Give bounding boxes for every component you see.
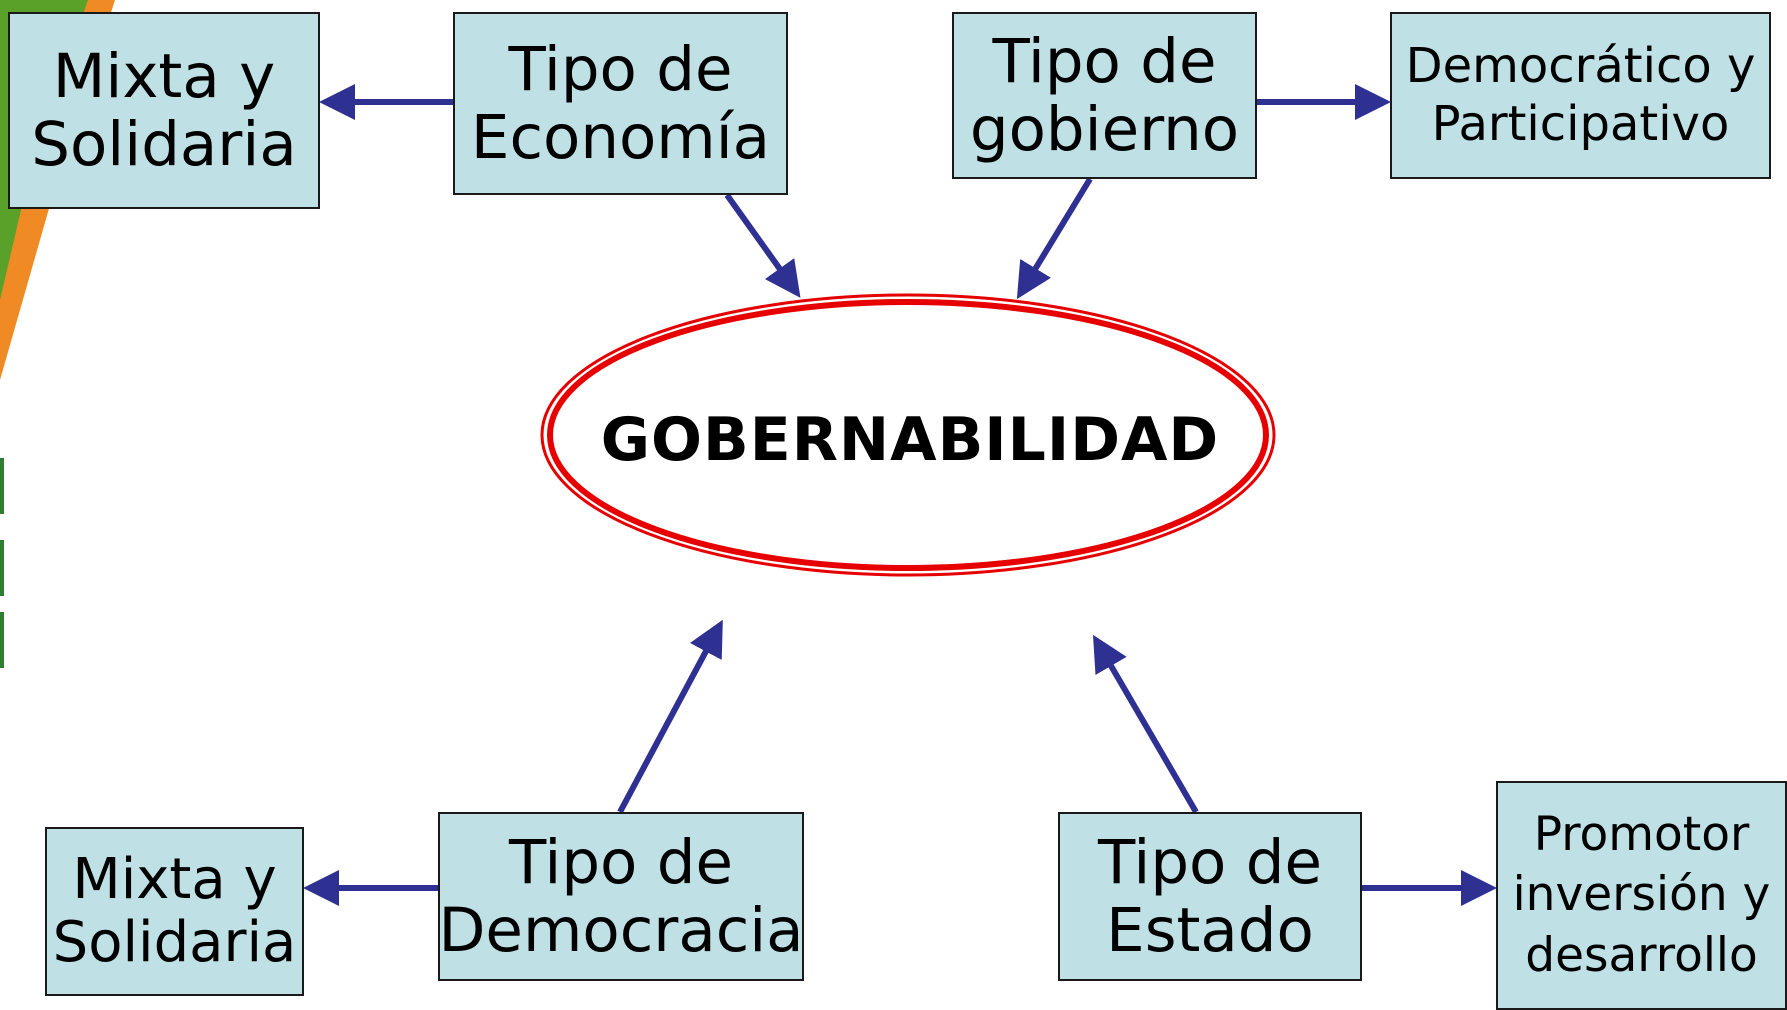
node-tipo-de-gobierno: Tipo de gobierno	[952, 12, 1257, 179]
node-democratico-participativo: Democrático y Participativo	[1390, 12, 1771, 179]
center-ellipse-inner	[547, 299, 1269, 571]
center-ellipse-outer	[540, 293, 1276, 577]
green-bar-2	[0, 540, 4, 596]
node-tipo-de-estado: Tipo de Estado	[1058, 812, 1362, 981]
arrow-economia-to-center	[724, 193, 801, 298]
arrow-democracia-to-center	[617, 619, 723, 814]
center-title: GOBERNABILIDAD	[600, 405, 1220, 475]
node-mixta-solidaria-top: Mixta y Solidaria	[8, 12, 320, 209]
node-mixta-solidaria-bottom: Mixta y Solidaria	[45, 827, 304, 996]
green-bar-3	[0, 612, 4, 668]
green-bar-1	[0, 458, 4, 514]
node-promotor-inversion-desarrollo: Promotor inversión y desarrollo	[1496, 781, 1787, 1010]
node-tipo-de-democracia: Tipo de Democracia	[438, 812, 804, 981]
arrow-gobierno-to-center	[1016, 177, 1093, 300]
node-tipo-de-economia: Tipo de Economía	[453, 12, 788, 195]
arrow-estado-to-center	[1092, 634, 1199, 814]
